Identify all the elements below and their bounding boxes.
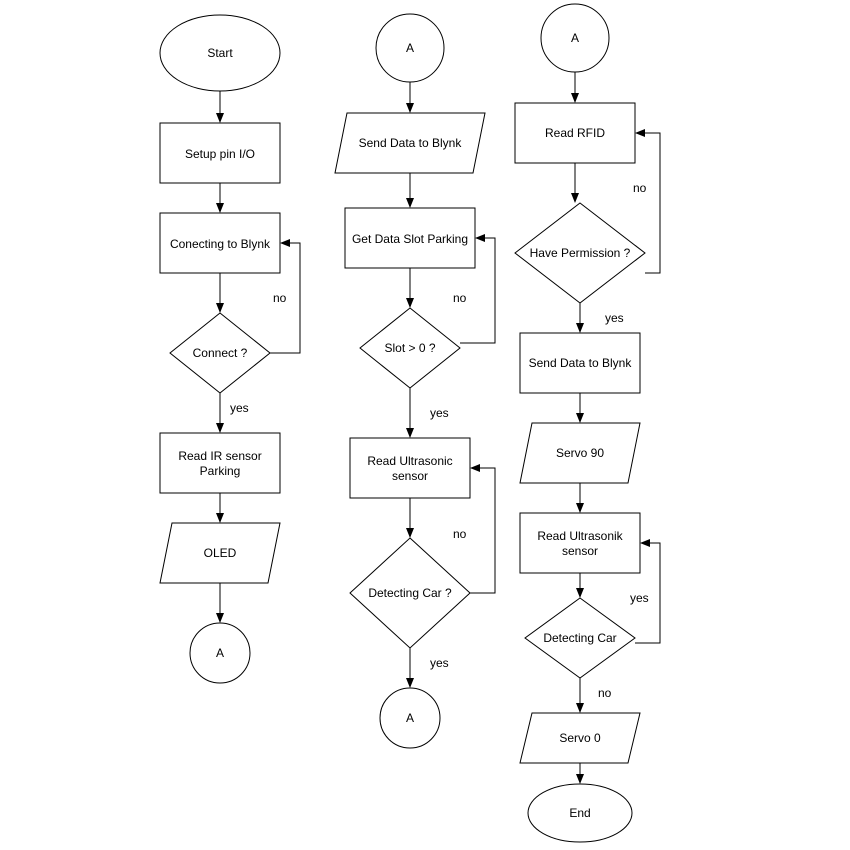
connect-yes-label: yes xyxy=(230,401,249,415)
permission-yes-label: yes xyxy=(605,311,624,325)
oled-io xyxy=(159,522,281,584)
get-slot-label: Get Data Slot Parking xyxy=(352,232,468,246)
connect-no-label: no xyxy=(273,291,287,305)
connector-a-col3-top-label: A xyxy=(571,31,579,45)
edge-detect-no-loop xyxy=(470,464,496,594)
servo0-io xyxy=(519,712,641,764)
setup-process xyxy=(159,122,281,184)
servo90-label: Servo 90 xyxy=(556,446,604,460)
setup-label: Setup pin I/O xyxy=(185,147,255,161)
edge-permission-no-loop xyxy=(635,129,661,274)
read-rfid-process xyxy=(514,102,636,164)
slot-no-label: no xyxy=(453,291,467,305)
send-data-col2-label: Send Data to Blynk xyxy=(359,136,463,150)
read-ultrasonik-process xyxy=(519,512,641,574)
edge-detect-yes-loop xyxy=(635,539,661,644)
send-data-process-col3 xyxy=(519,332,641,394)
detect-car-col2-label: Detecting Car ? xyxy=(368,586,452,600)
connecting-label: Conecting to Blynk xyxy=(170,237,271,251)
connector-a-col1-label: A xyxy=(216,646,224,660)
detect-no-label: no xyxy=(598,686,612,700)
send-data-col3-label: Send Data to Blynk xyxy=(529,356,633,370)
connector-a-col2-top-label: A xyxy=(406,41,414,55)
servo90-io xyxy=(519,422,641,484)
connect-decision-label: Connect ? xyxy=(193,346,248,360)
read-ultrasonik-label-line2: sensor xyxy=(562,544,598,558)
end-label: End xyxy=(569,806,590,820)
read-ir-label-line2: Parking xyxy=(200,464,241,478)
oled-label: OLED xyxy=(204,546,237,560)
connector-a-col2-bottom xyxy=(379,687,441,749)
rfid-no-label: no xyxy=(633,181,647,195)
read-ir-label-line1: Read IR sensor xyxy=(178,449,261,463)
connector-a-col2-bottom-label: A xyxy=(406,711,414,725)
read-ultrasonic-label-line1: Read Ultrasonic xyxy=(367,454,452,468)
detect-car-col3-label: Detecting Car xyxy=(543,631,616,645)
read-rfid-label: Read RFID xyxy=(545,126,605,140)
slot-decision-label: Slot > 0 ? xyxy=(384,341,435,355)
servo0-label: Servo 0 xyxy=(559,731,601,745)
read-ultrasonic-label-line2: sensor xyxy=(392,469,428,483)
end-terminal xyxy=(527,783,633,843)
connector-a-col1 xyxy=(189,622,251,684)
read-ir-process xyxy=(159,432,281,494)
edge-slot-no-loop xyxy=(460,234,496,344)
read-ultrasonic-process xyxy=(349,437,471,499)
permission-decision-label: Have Permission ? xyxy=(530,246,631,260)
ultrasonik-yes-label: yes xyxy=(630,591,649,605)
column-2: A Send Data to Blynk Get Data Slot Parki… xyxy=(334,13,496,749)
column-1: Start Setup pin I/O Conecting to Blynk C… xyxy=(159,14,301,684)
send-data-io-col2 xyxy=(334,112,486,174)
slot-yes-label: yes xyxy=(430,406,449,420)
column-3: A Read RFID no Have Permission ? yes Sen… xyxy=(514,3,661,843)
start-label: Start xyxy=(207,46,233,60)
detect-yes-label: yes xyxy=(430,656,449,670)
ultrasonic-no-label: no xyxy=(453,527,467,541)
read-ultrasonik-label-line1: Read Ultrasonik xyxy=(537,529,623,543)
edge-connect-no-loop xyxy=(270,239,301,354)
